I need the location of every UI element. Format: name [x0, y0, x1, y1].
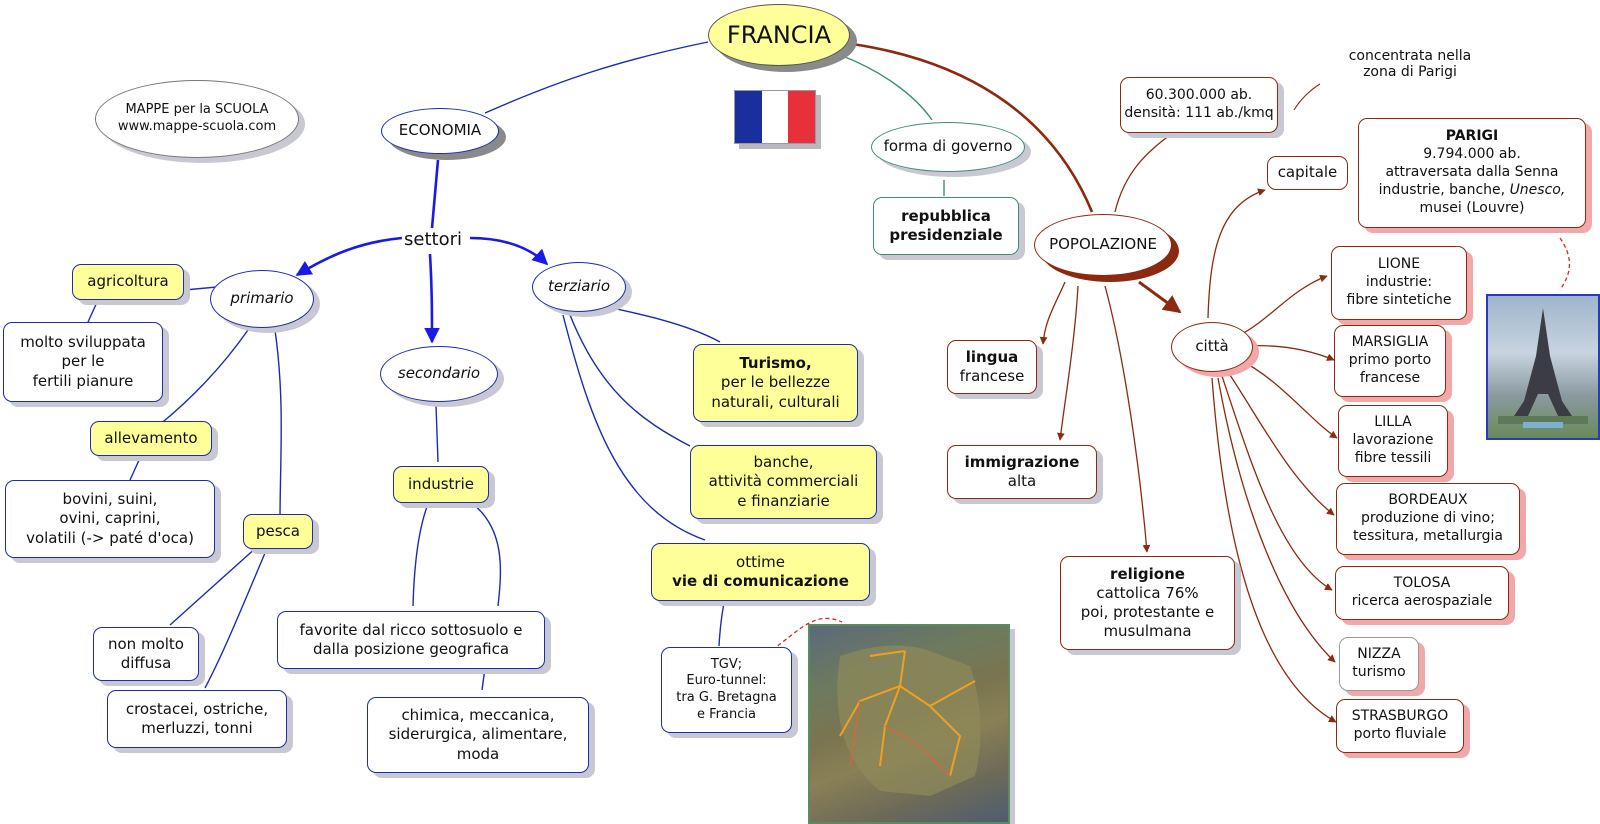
vie-line1: ottime [736, 552, 785, 571]
flag-white-stripe [761, 91, 789, 143]
tolosa-node: TOLOSA ricerca aerospaziale [1335, 566, 1509, 620]
immigrazione-node: immigrazione alta [947, 445, 1097, 499]
agricoltura-note: molto sviluppata per le fertili pianure [3, 322, 163, 402]
parigi-line2: attraversata dalla Senna [1385, 164, 1559, 181]
primario-node: primario [210, 270, 314, 328]
terziario-node: terziario [532, 262, 626, 312]
eiffel-tower-image [1486, 294, 1600, 440]
turismo-title: Turismo, [739, 354, 812, 373]
industrie-note-settori: chimica, meccanica, siderurgica, aliment… [367, 697, 589, 773]
parigi-title: PARIGI [1445, 128, 1499, 145]
flag-red-stripe [788, 91, 816, 143]
turismo-node: Turismo, per le bellezze naturali, cultu… [693, 344, 858, 422]
parigi-line4: musei (Louvre) [1419, 199, 1525, 216]
pesca-note-specie: crostacei, ostriche, merluzzi, tonni [107, 690, 287, 748]
repubblica-presidenziale-node: repubblica presidenziale [873, 197, 1019, 255]
lingua-node: lingua francese [947, 340, 1037, 394]
lilla-node: LILLA lavorazione fibre tessili [1338, 405, 1448, 477]
lione-node: LIONE industrie: fibre sintetiche [1331, 246, 1467, 320]
nizza-node: NIZZA turismo [1339, 637, 1419, 691]
map-title-francia: FRANCIA [708, 4, 850, 66]
tgv-note: TGV; Euro-tunnel: tra G. Bretagna e Fran… [661, 647, 792, 733]
parigi-line3-text: industrie, banche, [1378, 181, 1510, 198]
parigi-unesco: Unesco, [1509, 181, 1566, 198]
popolazione-node: POPOLAZIONE [1034, 214, 1172, 276]
parigi-line1: 9.794.000 ab. [1423, 146, 1521, 163]
industrie-node: industrie [393, 466, 489, 503]
forma-di-governo-node: forma di governo [871, 122, 1025, 172]
economia-node: ECONOMIA [381, 108, 499, 154]
religione-title: religione [1110, 564, 1185, 583]
agricoltura-node: agricoltura [72, 264, 184, 300]
concentrata-parigi-label: concentrata nella zona di Parigi [1348, 48, 1472, 80]
turismo-text: per le bellezze naturali, culturali [711, 373, 840, 411]
strasburgo-node: STRASBURGO porto fluviale [1336, 699, 1464, 753]
france-flag-image [734, 90, 816, 144]
bordeaux-node: BORDEAUX produzione di vino; tessitura, … [1336, 483, 1520, 555]
credit-bubble: MAPPE per la SCUOLA www.mappe-scuola.com [95, 80, 299, 158]
pesca-note-diffusa: non molto diffusa [93, 627, 199, 681]
banche-node: banche, attività commerciali e finanziar… [690, 445, 877, 519]
immigrazione-title: immigrazione [964, 452, 1080, 471]
france-rail-network-graphic [837, 645, 981, 796]
settori-label: settori [404, 229, 462, 250]
immigrazione-value: alta [1007, 472, 1037, 490]
abitanti-node: 60.300.000 ab. densità: 111 ab./kmq [1120, 77, 1278, 133]
france-satellite-map-image [808, 624, 1010, 824]
parigi-node: PARIGI 9.794.000 ab. attraversata dalla … [1358, 118, 1586, 228]
flag-blue-stripe [735, 91, 762, 143]
religione-node: religione cattolica 76% poi, protestante… [1060, 556, 1235, 650]
allevamento-node: allevamento [90, 421, 212, 456]
capitale-node: capitale [1267, 156, 1348, 190]
parigi-line3: industrie, banche, Unesco, [1379, 182, 1566, 200]
religione-value: cattolica 76% poi, protestante e musulma… [1080, 583, 1215, 641]
industrie-note-sottosuolo: favorite dal ricco sottosuolo e dalla po… [277, 611, 545, 669]
secondario-node: secondario [380, 346, 498, 402]
lingua-title: lingua [965, 347, 1019, 366]
eiffel-tower-graphic [1498, 308, 1588, 428]
citta-node: città [1171, 322, 1253, 372]
lingua-value: francese [959, 367, 1025, 385]
pesca-node: pesca [243, 514, 313, 549]
vie-line2: vie di comunicazione [672, 572, 849, 590]
marsiglia-node: MARSIGLIA primo porto francese [1334, 325, 1446, 397]
vie-comunicazione-node: ottime vie di comunicazione [651, 543, 870, 601]
allevamento-note: bovini, suini, ovini, caprini, volatili … [5, 480, 215, 558]
